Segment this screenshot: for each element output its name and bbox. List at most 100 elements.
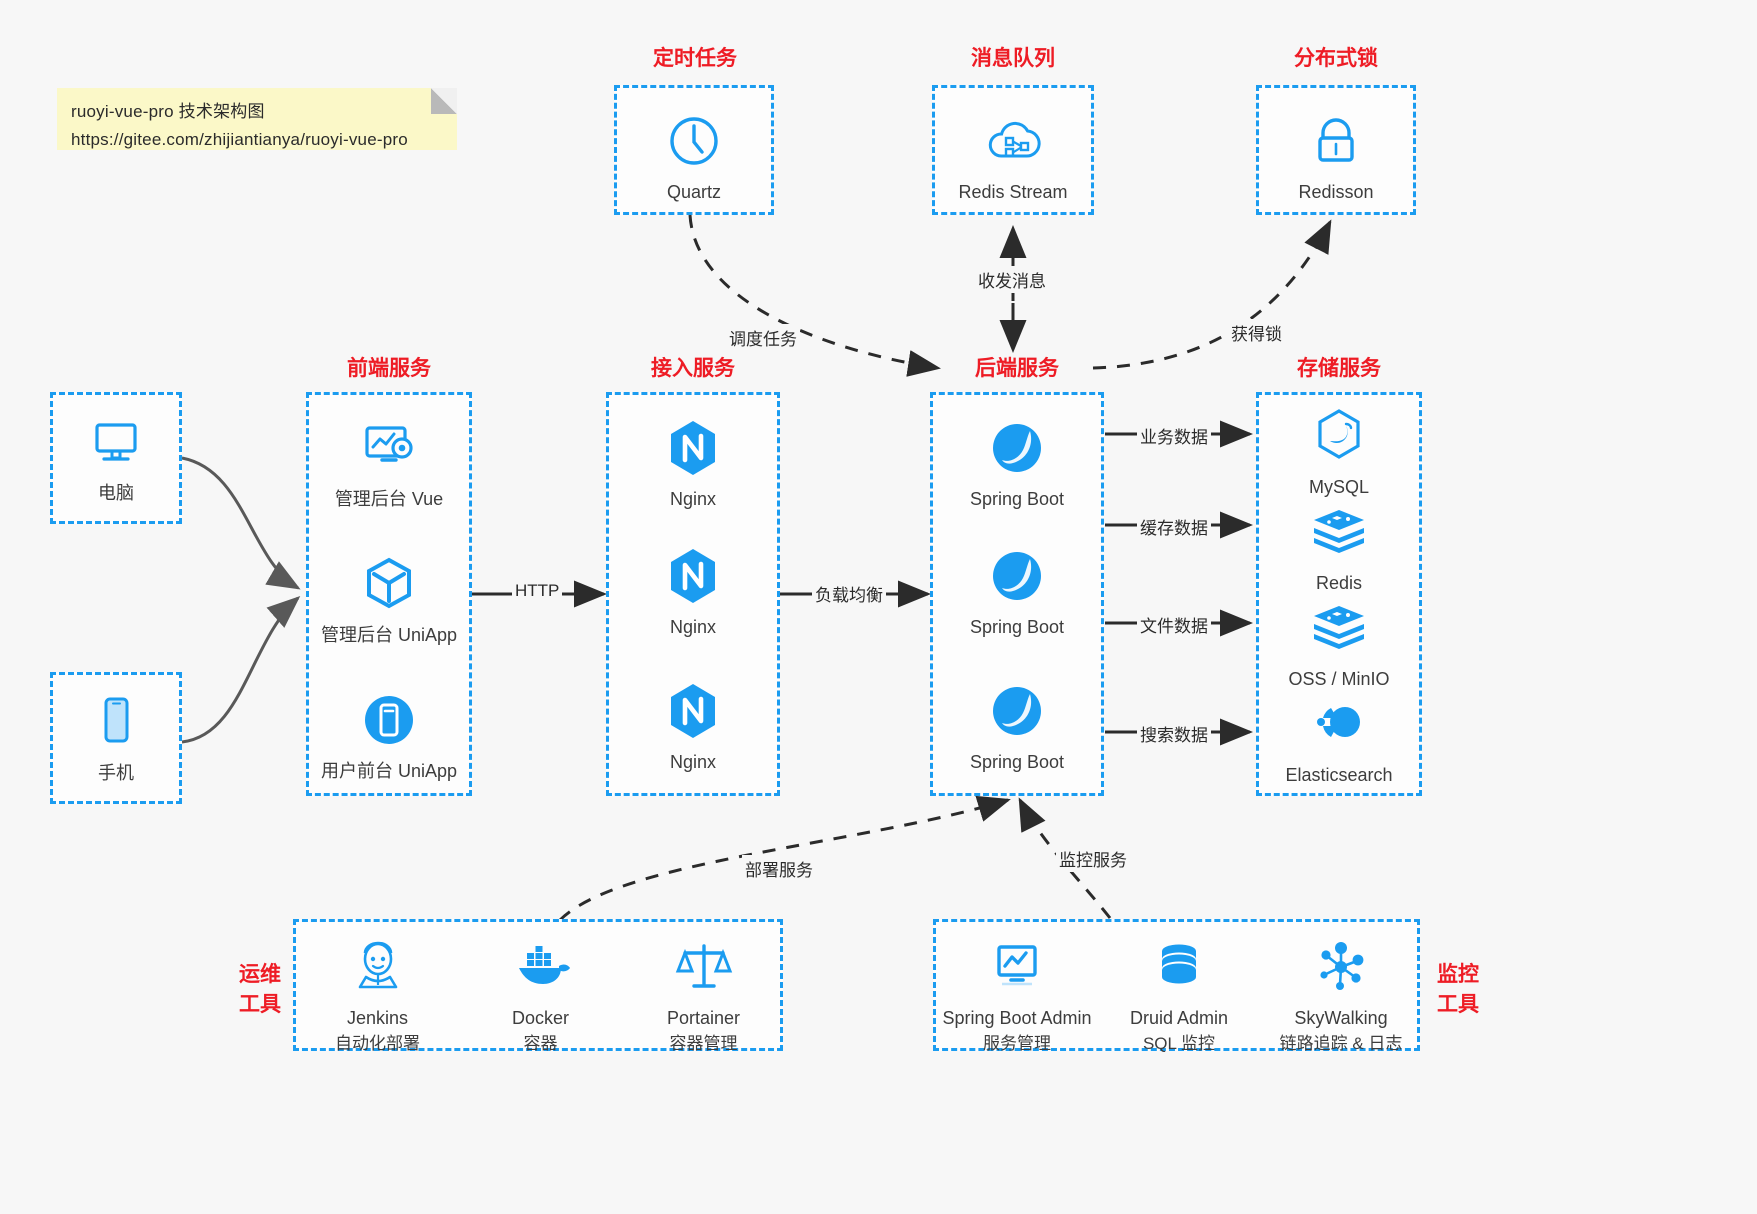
group-box-distributed-lock: Redisson — [1256, 85, 1416, 215]
group-box-devops: Jenkins 自动化部署 Docker 容器 — [293, 919, 783, 1053]
node-redis-stream[interactable]: Redis Stream — [935, 110, 1091, 205]
database-cylinder-icon — [1098, 936, 1260, 998]
node-label: OSS / MinIO — [1288, 669, 1390, 689]
node-spring-boot-2[interactable]: Spring Boot — [933, 545, 1101, 640]
note-line-url: https://gitee.com/zhijiantianya/ruoyi-vu… — [71, 130, 408, 149]
node-label: Docker — [511, 1008, 569, 1028]
node-phone[interactable]: 手机 — [53, 691, 179, 786]
group-caption-scheduled-task: 定时任务 — [653, 47, 737, 70]
node-label: Spring Boot Admin — [942, 1008, 1092, 1028]
edge-label-deploy-service: 部署服务 — [742, 855, 816, 882]
node-computer[interactable]: 电脑 — [53, 411, 179, 506]
node-docker[interactable]: Docker 容器 — [459, 936, 622, 1056]
node-nginx-3[interactable]: Nginx — [609, 680, 777, 775]
node-jenkins[interactable]: Jenkins 自动化部署 — [296, 936, 459, 1056]
node-label: Portainer — [666, 1008, 741, 1028]
group-box-scheduled-task: Quartz — [614, 85, 774, 215]
node-elasticsearch[interactable]: Elasticsearch — [1259, 693, 1419, 788]
edge-label-send-receive-message: 收发消息 — [975, 266, 1049, 293]
node-user-uniapp[interactable]: 用户前台 UniApp — [309, 689, 469, 784]
group-box-monitor: Spring Boot Admin 服务管理 Druid Admin SQL 监 — [933, 919, 1420, 1053]
skywalking-node-icon — [1260, 936, 1422, 998]
client-box-computer[interactable]: 电脑 — [50, 392, 182, 524]
desktop-monitor-icon — [53, 411, 179, 473]
node-label: 电脑 — [98, 483, 134, 503]
node-skywalking[interactable]: SkyWalking 链路追踪 & 日志 — [1260, 936, 1422, 1056]
docker-whale-icon — [459, 936, 622, 998]
node-label: 管理后台 Vue — [334, 489, 444, 509]
group-box-frontend: 管理后台 Vue 管理后台 UniApp 用户前台 UniApp — [306, 392, 472, 796]
node-label: 用户前台 UniApp — [320, 761, 458, 781]
node-druid-admin[interactable]: Druid Admin SQL 监控 — [1098, 936, 1260, 1056]
node-label: Spring Boot — [969, 617, 1065, 637]
node-spring-boot-admin[interactable]: Spring Boot Admin 服务管理 — [936, 936, 1098, 1056]
edge-label-http: HTTP — [512, 580, 563, 602]
spring-leaf-icon — [933, 417, 1101, 479]
group-caption-message-queue: 消息队列 — [971, 47, 1055, 70]
clock-icon — [617, 110, 771, 172]
group-caption-backend: 后端服务 — [975, 357, 1059, 380]
edge-label-monitor-service: 监控服务 — [1056, 845, 1130, 872]
cube-icon — [309, 553, 469, 615]
elasticsearch-icon — [1259, 693, 1419, 755]
mysql-dolphin-icon — [1259, 405, 1419, 467]
node-label: Redis Stream — [958, 182, 1068, 202]
nginx-icon — [609, 545, 777, 607]
group-box-storage: MySQL Redis — [1256, 392, 1422, 796]
group-caption-storage: 存储服务 — [1297, 357, 1381, 380]
client-box-phone[interactable]: 手机 — [50, 672, 182, 804]
nginx-icon — [609, 680, 777, 742]
edge-label-business-data: 业务数据 — [1137, 422, 1211, 449]
info-note: ruoyi-vue-pro 技术架构图 https://gitee.com/zh… — [57, 88, 457, 150]
spring-leaf-icon — [933, 545, 1101, 607]
group-caption-gateway: 接入服务 — [651, 357, 735, 380]
node-spring-boot-1[interactable]: Spring Boot — [933, 417, 1101, 512]
node-nginx-1[interactable]: Nginx — [609, 417, 777, 512]
mobile-phone-icon — [53, 691, 179, 753]
node-label: Redisson — [1298, 182, 1374, 202]
monitor-caption-line2: 工具 — [1437, 993, 1479, 1016]
node-mysql[interactable]: MySQL — [1259, 405, 1419, 500]
edge-label-acquire-lock: 获得锁 — [1228, 319, 1285, 346]
monitor-caption-line1: 监控 — [1437, 963, 1479, 986]
node-sublabel: 自动化部署 — [335, 1034, 420, 1053]
node-sublabel: 服务管理 — [983, 1034, 1051, 1053]
object-storage-icon — [1259, 597, 1419, 659]
node-redis[interactable]: Redis — [1259, 501, 1419, 596]
edge-label-schedule-task: 调度任务 — [726, 324, 800, 351]
group-caption-monitor: 监控 工具 — [1428, 960, 1488, 1020]
node-label: Spring Boot — [969, 489, 1065, 509]
node-label: 管理后台 UniApp — [320, 625, 458, 645]
node-sublabel: 链路追踪 & 日志 — [1279, 1034, 1403, 1053]
node-quartz[interactable]: Quartz — [617, 110, 771, 205]
node-spring-boot-3[interactable]: Spring Boot — [933, 680, 1101, 775]
note-fold-corner — [431, 88, 457, 114]
group-box-backend: Spring Boot Spring Boot Spring Boot — [930, 392, 1104, 796]
node-sublabel: SQL 监控 — [1142, 1034, 1216, 1053]
node-label: SkyWalking — [1294, 1008, 1388, 1028]
note-line-title: ruoyi-vue-pro 技术架构图 — [71, 102, 265, 121]
node-label: Redis — [1315, 573, 1363, 593]
node-label: Quartz — [666, 182, 722, 202]
mobile-app-icon — [309, 689, 469, 751]
node-portainer[interactable]: Portainer 容器管理 — [622, 936, 785, 1056]
node-label: Spring Boot — [969, 752, 1065, 772]
node-label: Nginx — [669, 617, 717, 637]
group-caption-frontend: 前端服务 — [347, 357, 431, 380]
portainer-scale-icon — [622, 936, 785, 998]
node-admin-vue[interactable]: 管理后台 Vue — [309, 417, 469, 512]
edge-label-cache-data: 缓存数据 — [1137, 513, 1211, 540]
node-label: Elasticsearch — [1285, 765, 1393, 785]
node-label: Nginx — [669, 489, 717, 509]
devops-caption-line1: 运维 — [239, 963, 281, 986]
node-label: Jenkins — [346, 1008, 409, 1028]
node-nginx-2[interactable]: Nginx — [609, 545, 777, 640]
node-sublabel: 容器 — [523, 1034, 558, 1053]
node-redisson[interactable]: Redisson — [1259, 110, 1413, 205]
node-admin-uniapp[interactable]: 管理后台 UniApp — [309, 553, 469, 648]
nginx-icon — [609, 417, 777, 479]
group-box-message-queue: Redis Stream — [932, 85, 1094, 215]
padlock-icon — [1259, 110, 1413, 172]
group-caption-distributed-lock: 分布式锁 — [1294, 47, 1378, 70]
node-oss-minio[interactable]: OSS / MinIO — [1259, 597, 1419, 692]
